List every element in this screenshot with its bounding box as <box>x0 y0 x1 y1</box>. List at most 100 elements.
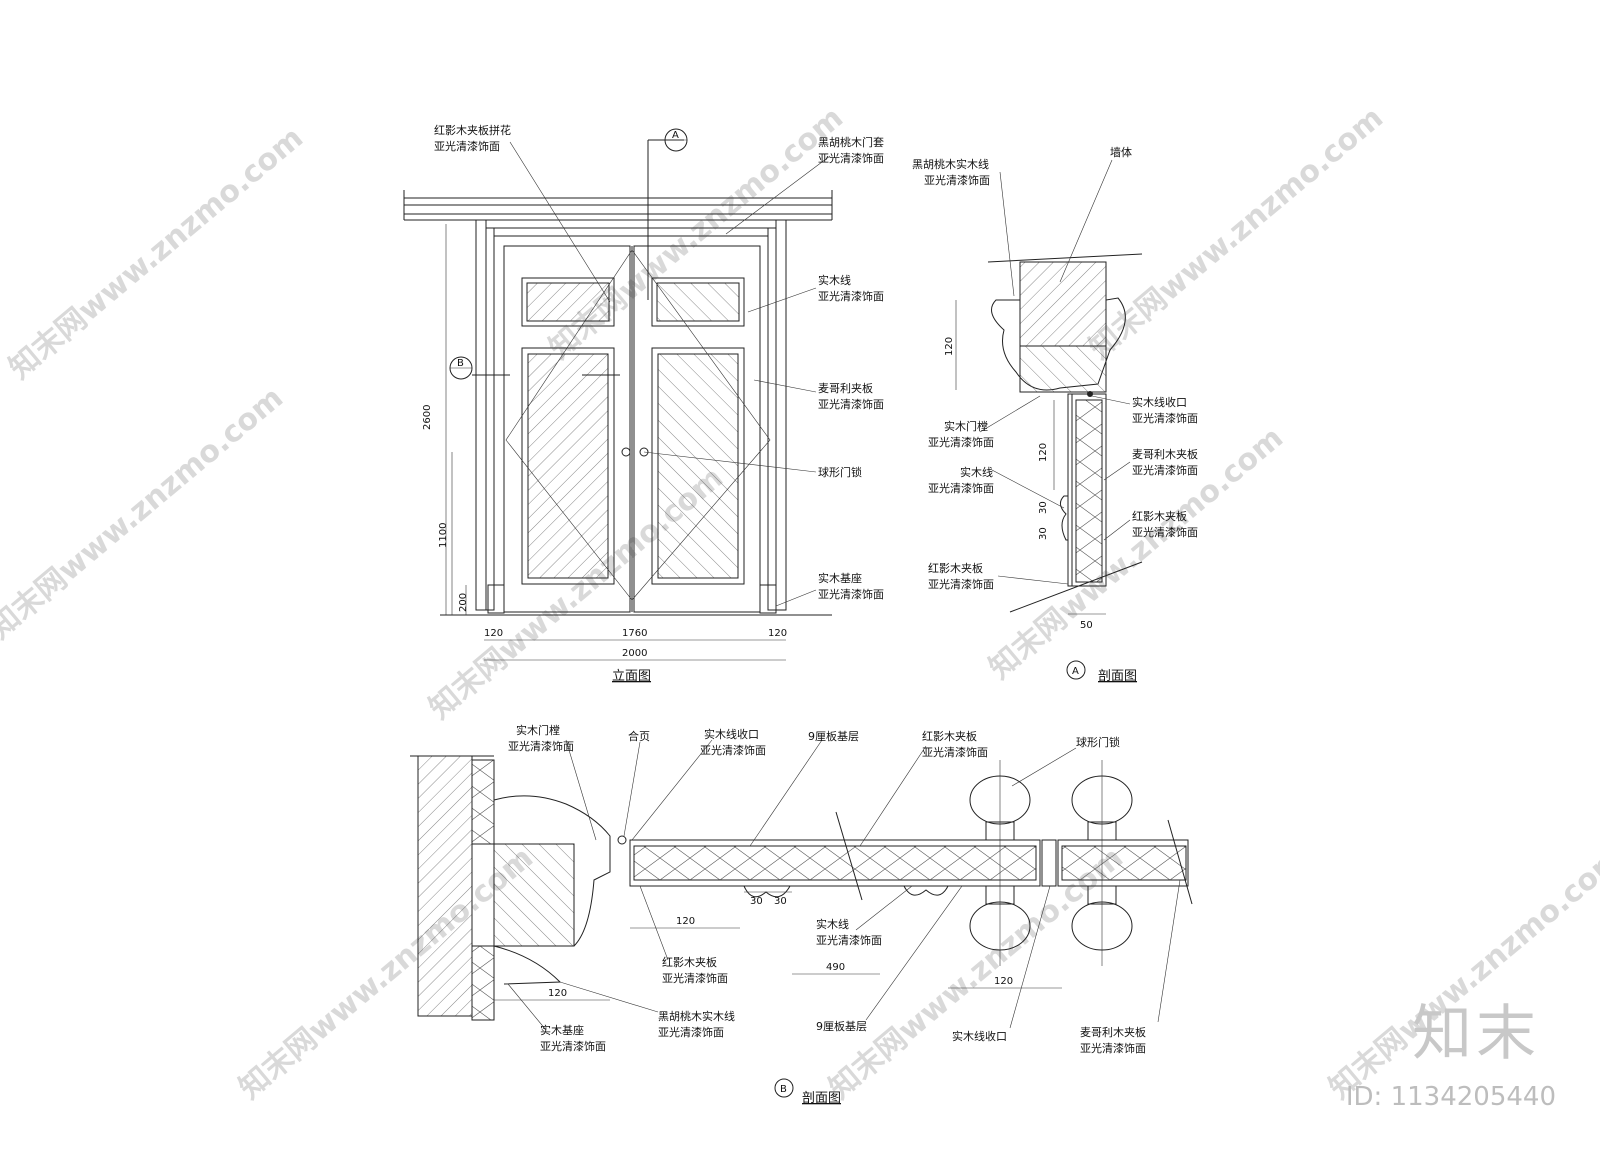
b-dim-30a: 30 <box>750 896 763 907</box>
b-callout-red-finish: 亚光清漆饰面 <box>922 745 988 759</box>
callout-a-walnut-finish: 亚光清漆饰面 <box>924 173 990 187</box>
b-leader-ply9 <box>749 739 823 847</box>
edge-bead <box>1087 391 1093 397</box>
section-a-title: 剖面图 <box>1098 669 1137 684</box>
door-core <box>1075 399 1103 583</box>
leader-line-a <box>991 469 1065 509</box>
callout-a-walnut: 黑胡桃木实木线 <box>912 157 989 171</box>
leader-red <box>1103 519 1131 541</box>
diamond-guide <box>505 249 771 601</box>
b-callout-walnut-finish: 亚光清漆饰面 <box>658 1025 724 1039</box>
dim-a30b: 30 <box>1038 527 1049 540</box>
leader-panel <box>753 379 817 393</box>
b-leader-base <box>507 983 547 1031</box>
watermark-text: 知末网www.znzmo.com <box>3 120 310 386</box>
b-wall-lining-bottom <box>471 945 495 1021</box>
architrave-head <box>486 227 776 237</box>
b-dim-490: 490 <box>826 962 845 973</box>
section-b-title-mark: B <box>780 1084 787 1095</box>
door-leaf-right <box>633 245 761 613</box>
watermark-text: 知末网www.znzmo.com <box>1083 100 1390 366</box>
b-door-leaf-left <box>629 839 1041 887</box>
section-a-title-marker <box>1066 660 1086 680</box>
b-dim-30b: 30 <box>774 896 787 907</box>
callout-a-red-finish: 亚光清漆饰面 <box>1132 525 1198 539</box>
b-moulding-profile-2 <box>903 885 949 896</box>
moulding-profile <box>1060 495 1069 541</box>
b-callout-base: 实木基座 <box>540 1023 584 1037</box>
b-walnut-moulding <box>493 795 611 947</box>
main-panel-left <box>521 347 615 585</box>
dim-2600: 2600 <box>422 405 433 430</box>
b-leader-jamb <box>565 739 597 841</box>
b-callout-red: 红影木夹板 <box>922 729 977 743</box>
leader-base <box>775 589 817 607</box>
watermark-text: 知末网www.znzmo.com <box>0 380 290 646</box>
callout-a-wall: 墙体 <box>1110 145 1132 159</box>
knob-left <box>621 447 631 457</box>
top-panel-left-inlay <box>526 282 610 322</box>
callout-a-redb-finish: 亚光清漆饰面 <box>928 577 994 591</box>
callout-a-line-finish: 亚光清漆饰面 <box>928 481 994 495</box>
knob-right <box>639 447 649 457</box>
b-door-leaf-right <box>1057 839 1189 887</box>
architrave-right <box>775 219 787 611</box>
b-callout-redb: 红影木夹板 <box>662 955 717 969</box>
callout-a-red: 红影木夹板 <box>1132 509 1187 523</box>
callout-a-jamb: 实木门樘 <box>944 419 988 433</box>
section-a-drawing: 120 120 30 30 50 黑胡桃木实木线 亚光清漆饰面 墙体 实木线收口… <box>912 145 1198 684</box>
b-knob-right <box>1071 760 1133 966</box>
leader-jamb <box>979 395 1041 433</box>
leader-inlay <box>509 141 611 303</box>
watermark-layer: 知末网www.znzmo.com 知末网www.znzmo.com 知末网www… <box>0 100 1600 1106</box>
b-door-core-left <box>633 845 1037 881</box>
b-break-line-1 <box>835 811 863 901</box>
cornice-lines <box>404 197 832 221</box>
top-panel-left <box>521 277 615 327</box>
dim-120-left: 120 <box>484 628 503 639</box>
section-a-marker-label: A <box>672 130 679 141</box>
b-jamb-block <box>493 843 575 947</box>
floor-break-line <box>1009 561 1143 613</box>
b-leader-hinge <box>623 741 641 837</box>
callout-panel: 麦哥利夹板 <box>818 381 873 395</box>
elevation-title: 立面图 <box>612 669 651 684</box>
b-callout-edge: 实木线收口 <box>704 727 759 741</box>
callout-frame-finish: 亚光清漆饰面 <box>818 151 884 165</box>
wall-break-line <box>987 253 1143 263</box>
dim-a30a: 30 <box>1038 501 1049 514</box>
b-callout-edge2: 实木线收口 <box>952 1029 1007 1043</box>
callout-line: 实木线 <box>818 273 851 287</box>
section-a-title-mark: A <box>1072 666 1079 677</box>
callout-inlay: 红影木夹板拼花 <box>434 123 511 137</box>
b-leader-redb <box>639 885 669 961</box>
callout-line-finish: 亚光清漆饰面 <box>818 289 884 303</box>
callout-a-edge-finish: 亚光清漆饰面 <box>1132 411 1198 425</box>
callout-a-mg-finish: 亚光清漆饰面 <box>1132 463 1198 477</box>
b-callout-edge-finish: 亚光清漆饰面 <box>700 743 766 757</box>
b-callout-lock: 球形门锁 <box>1076 735 1120 749</box>
elevation-drawing: A B 2600 1100 200 120 1760 120 2000 立面图 … <box>403 123 884 684</box>
b-callout-ply9: 9厘板基层 <box>808 729 859 743</box>
main-panel-right <box>651 347 745 585</box>
b-leader-line <box>855 885 913 931</box>
dim-a120b: 120 <box>1038 443 1049 462</box>
leader-mg <box>1103 461 1131 481</box>
dim-200: 200 <box>458 593 469 612</box>
door-leaf-left <box>503 245 631 613</box>
b-callout-hinge: 合页 <box>628 729 650 743</box>
b-callout-line-finish: 亚光清漆饰面 <box>816 933 882 947</box>
b-callout-redb-finish: 亚光清漆饰面 <box>662 971 728 985</box>
b-leader-edge2 <box>1009 885 1051 1029</box>
dim-a50: 50 <box>1080 620 1093 631</box>
b-callout-mg-finish: 亚光清漆饰面 <box>1080 1041 1146 1055</box>
main-panel-left-inlay <box>527 353 609 579</box>
dim-120-right: 120 <box>768 628 787 639</box>
leader-redb <box>997 575 1069 585</box>
callout-base: 实木基座 <box>818 571 862 585</box>
callout-a-line: 实木线 <box>960 465 993 479</box>
b-leader-red <box>859 745 927 847</box>
leader-wall <box>1059 159 1113 283</box>
image-id-watermark: ID: 1134205440 <box>1345 1082 1556 1112</box>
b-leader-mg <box>1157 879 1181 1023</box>
